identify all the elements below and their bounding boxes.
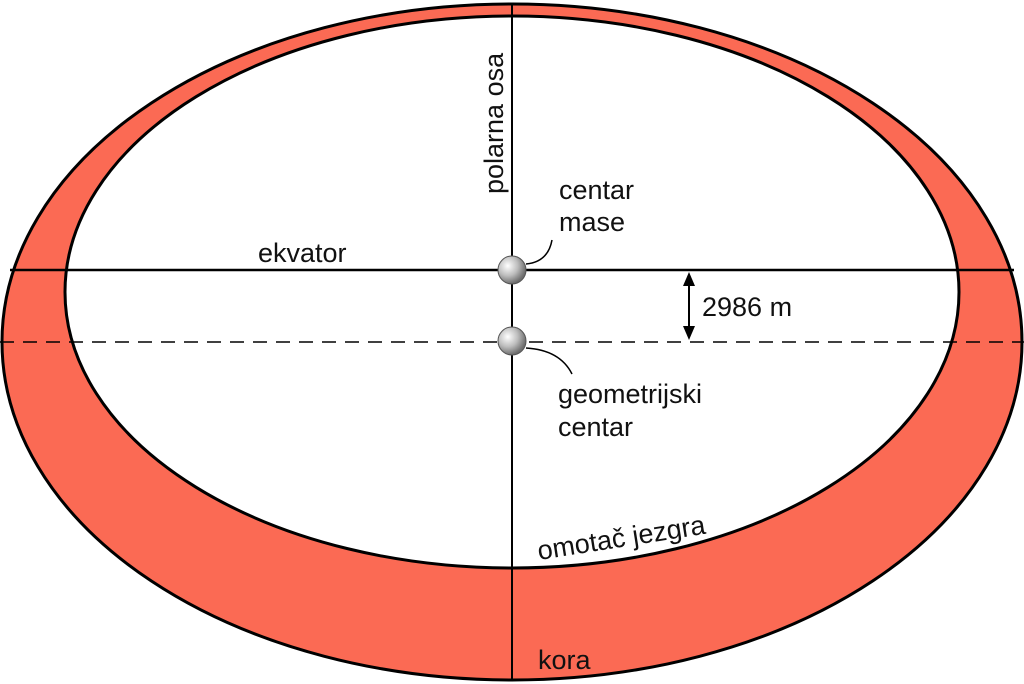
center-of-mass-sphere [497, 255, 527, 285]
geometric-center-leader [525, 347, 573, 375]
geometric-center-label-line1: geometrijski [558, 379, 702, 409]
offset-label: 2986 m [702, 292, 792, 322]
center-of-mass-label-line2: mase [559, 207, 625, 237]
equator-label: ekvator [258, 238, 347, 268]
crust-label: kora [538, 645, 592, 675]
center-of-mass-label-line1: centar [559, 175, 634, 205]
geometric-center-label-line2: centar [558, 412, 633, 442]
geometric-center-sphere [497, 326, 527, 356]
center-of-mass-leader [525, 239, 553, 265]
offset-arrow [683, 272, 695, 340]
polar-axis-label: polarna osa [479, 52, 509, 194]
